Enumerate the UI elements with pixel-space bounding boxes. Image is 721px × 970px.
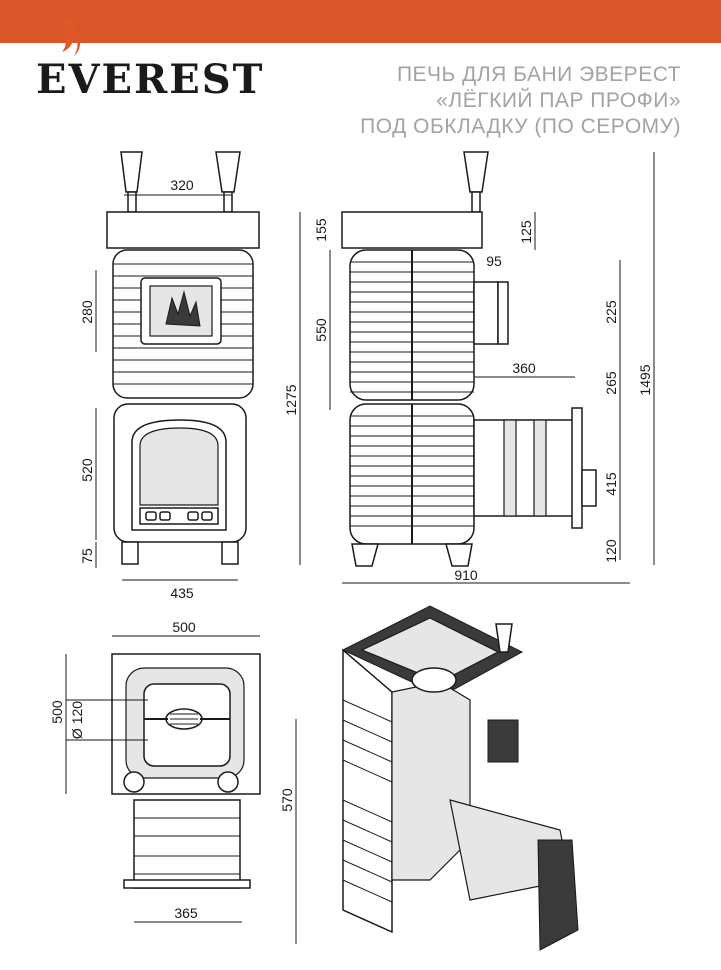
front-view [95, 151, 301, 581]
dim-side-top-right: 125 [518, 220, 534, 244]
title-line-1: ПЕЧЬ ДЛЯ БАНИ ЭВЕРЕСТ [396, 63, 681, 86]
dim-plan-width: 500 [172, 619, 196, 635]
cutaway-view [341, 605, 579, 951]
flame-icon [62, 15, 81, 56]
dim-plan-flue: Ø 120 [69, 701, 85, 739]
dim-side-base: 120 [603, 539, 619, 563]
dimension-labels: 320 280 520 75 435 1275 155 125 95 550 2… [49, 177, 653, 921]
dim-side-total-width: 910 [454, 567, 478, 583]
dim-plan-depth: 500 [49, 700, 65, 724]
dim-front-top-width: 320 [170, 177, 194, 193]
dim-side-tunnel: 360 [512, 360, 536, 376]
dim-front-door-lower: 520 [79, 458, 95, 482]
side-view [329, 151, 655, 584]
dim-side-offset: 95 [486, 253, 502, 269]
title-line-3: ПОД ОБКЛАДКУ (ПО СЕРОМУ) [360, 115, 681, 138]
logo-text: EVEREST [36, 56, 265, 103]
dim-side-tube: 225 [603, 300, 619, 324]
dim-plan-tunnel-width: 365 [174, 905, 198, 921]
dim-side-firebox: 415 [603, 472, 619, 496]
dim-front-total: 1275 [283, 384, 299, 415]
everest-logo: EVEREST [36, 56, 264, 103]
dim-front-base-width: 435 [170, 585, 194, 601]
dim-side-upper-block: 550 [313, 318, 329, 342]
dim-side-gap: 265 [603, 371, 619, 395]
plan-view [65, 635, 297, 944]
dim-front-door-upper: 280 [79, 300, 95, 324]
page-title: ПЕЧЬ ДЛЯ БАНИ ЭВЕРЕСТ «ЛЁГКИЙ ПАР ПРОФИ»… [360, 62, 681, 140]
top-accent-bar [0, 0, 721, 43]
dim-side-cap: 155 [313, 218, 329, 242]
dim-side-total-height: 1495 [637, 364, 653, 395]
dim-plan-extension: 570 [279, 788, 295, 812]
dim-front-leg: 75 [79, 548, 95, 564]
title-line-2: «ЛЁГКИЙ ПАР ПРОФИ» [436, 89, 681, 112]
